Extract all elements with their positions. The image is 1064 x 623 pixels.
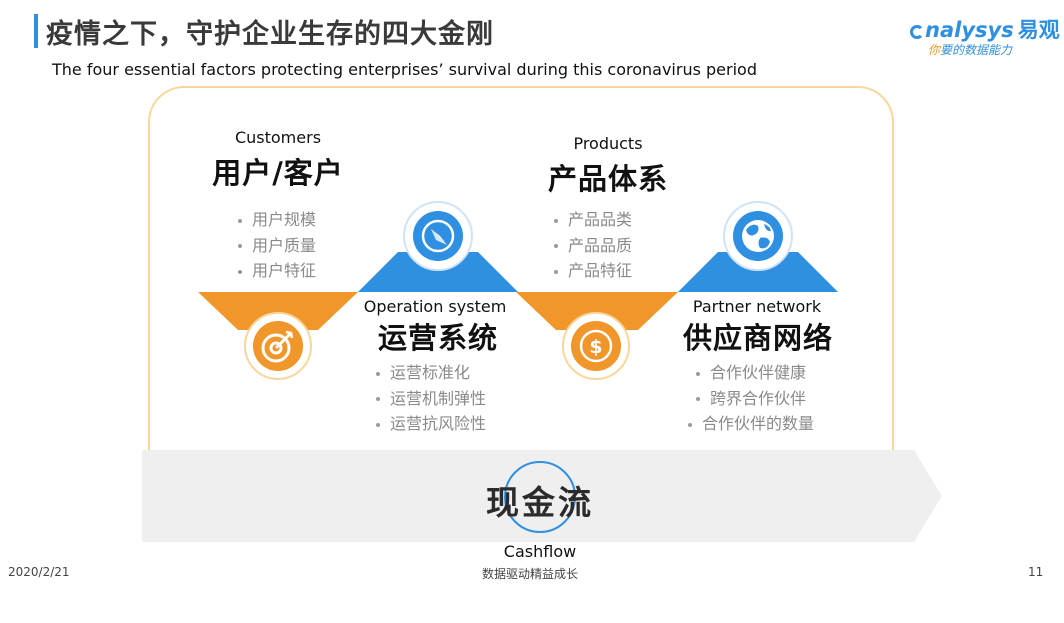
compass-icon bbox=[403, 201, 473, 271]
cashflow-label-en: Cashflow bbox=[503, 542, 577, 561]
logo-tagline: 你要的数据能力 bbox=[928, 43, 1013, 57]
cashflow-circle bbox=[504, 461, 576, 533]
products-label-en: Products bbox=[573, 134, 643, 153]
operation-bullet: 运营抗风险性 bbox=[376, 411, 486, 437]
partner-label-cn: 供应商网络 bbox=[682, 321, 833, 355]
products-bullet: 产品品类 bbox=[554, 207, 632, 233]
operation-bullet: 运营机制弹性 bbox=[376, 386, 486, 412]
operation-label-cn: 运营系统 bbox=[377, 321, 498, 355]
globe-icon bbox=[723, 201, 793, 271]
logo-brand-cn: 易观 bbox=[1017, 18, 1060, 42]
cashflow-arrow-band bbox=[142, 450, 942, 542]
page-title: 疫情之下，守护企业生存的四大金刚 bbox=[46, 19, 494, 50]
products-label-cn: 产品体系 bbox=[547, 162, 668, 196]
products-bullet: 产品品质 bbox=[554, 233, 632, 259]
dollar-icon: $ bbox=[562, 312, 630, 380]
partner-bullet: 跨界合作伙伴 bbox=[688, 386, 814, 412]
customers-label-en: Customers bbox=[234, 128, 322, 147]
footer-date: 2020/2/21 bbox=[8, 565, 70, 579]
operation-label-en: Operation system bbox=[363, 297, 507, 316]
logo-o-mark bbox=[910, 25, 924, 39]
customers-bullet-list: 用户规模 用户质量 用户特征 bbox=[238, 207, 316, 284]
partner-label-en: Partner network bbox=[692, 297, 822, 316]
customers-bullet: 用户特征 bbox=[238, 258, 316, 284]
title-accent-bar bbox=[34, 14, 38, 48]
customers-bullet: 用户质量 bbox=[238, 233, 316, 259]
products-bullet-list: 产品品类 产品品质 产品特征 bbox=[554, 207, 632, 284]
partner-trapezoid bbox=[678, 252, 838, 292]
operation-bullet: 运营标准化 bbox=[376, 360, 486, 386]
footer-slogan: 数据驱动精益成长 bbox=[481, 567, 578, 581]
partner-bullet: 合作伙伴的数量 bbox=[688, 411, 814, 437]
cashflow-label-cn: 现金流 bbox=[486, 483, 594, 522]
products-bullet: 产品特征 bbox=[554, 258, 632, 284]
page-number: 11 bbox=[1028, 565, 1044, 579]
operation-bullet-list: 运营标准化 运营机制弹性 运营抗风险性 bbox=[376, 360, 486, 437]
diagram-frame bbox=[148, 86, 894, 506]
partner-bullet: 合作伙伴健康 bbox=[688, 360, 814, 386]
customers-label-cn: 用户/客户 bbox=[212, 156, 344, 190]
operation-trapezoid bbox=[358, 252, 518, 292]
target-icon bbox=[244, 312, 312, 380]
products-trapezoid bbox=[516, 292, 678, 330]
logo-brand: nalysys bbox=[925, 18, 1014, 42]
customers-trapezoid bbox=[198, 292, 358, 330]
partner-bullet-list: 合作伙伴健康 跨界合作伙伴 合作伙伴的数量 bbox=[688, 360, 814, 437]
page-subtitle: The four essential factors protecting en… bbox=[52, 60, 757, 79]
customers-bullet: 用户规模 bbox=[238, 207, 316, 233]
svg-text:$: $ bbox=[589, 336, 602, 358]
